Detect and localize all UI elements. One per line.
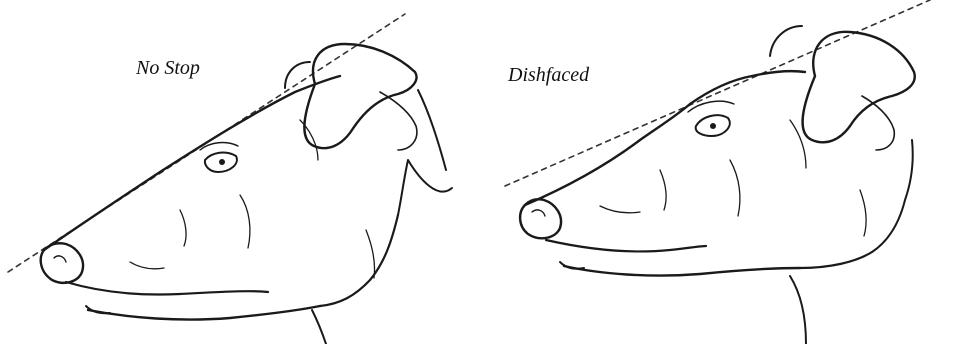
pupil-right (710, 123, 716, 129)
nostril-right (532, 210, 545, 216)
neck-back-left (398, 160, 452, 215)
dog-head-no-stop (8, 14, 452, 344)
cheek-stroke-2-left (180, 210, 186, 246)
profile-guide-line-right (505, 0, 930, 186)
jaw-corner-right (560, 262, 584, 269)
brow-right (688, 101, 734, 112)
cheek-stroke-1-right (730, 160, 740, 216)
ear-back-right (770, 26, 802, 56)
cheek-stroke-2-right (660, 170, 666, 210)
mouth-line-right (546, 240, 706, 252)
label-no-stop: No Stop (136, 57, 200, 80)
cheek-stroke-4-left (130, 262, 164, 269)
skull-back-left (418, 90, 446, 170)
pupil-left (219, 159, 225, 165)
cheek-stroke-1-left (240, 195, 250, 248)
label-dishfaced: Dishfaced (508, 64, 589, 87)
lower-jaw-right (564, 266, 800, 276)
cheek-stroke-5-left (366, 230, 375, 278)
neck-line-left (312, 310, 326, 344)
neck-back-right (872, 140, 913, 252)
throat-line-left (320, 215, 398, 306)
nose-right (520, 199, 561, 238)
ear-left (304, 44, 416, 148)
ear-inner-right (862, 96, 894, 150)
head-outline-top-left (44, 76, 340, 250)
cheek-stroke-3-left (300, 120, 318, 160)
nostril-left (54, 256, 66, 262)
neck-line-right (790, 276, 806, 344)
cheek-stroke-5-right (860, 190, 866, 236)
mouth-line-left (66, 282, 268, 295)
throat-line-right (800, 252, 872, 268)
cheek-stroke-3-right (600, 206, 640, 213)
lower-jaw-left (88, 306, 320, 320)
dog-head-dishfaced (505, 0, 930, 344)
ear-inner-left (380, 92, 417, 150)
